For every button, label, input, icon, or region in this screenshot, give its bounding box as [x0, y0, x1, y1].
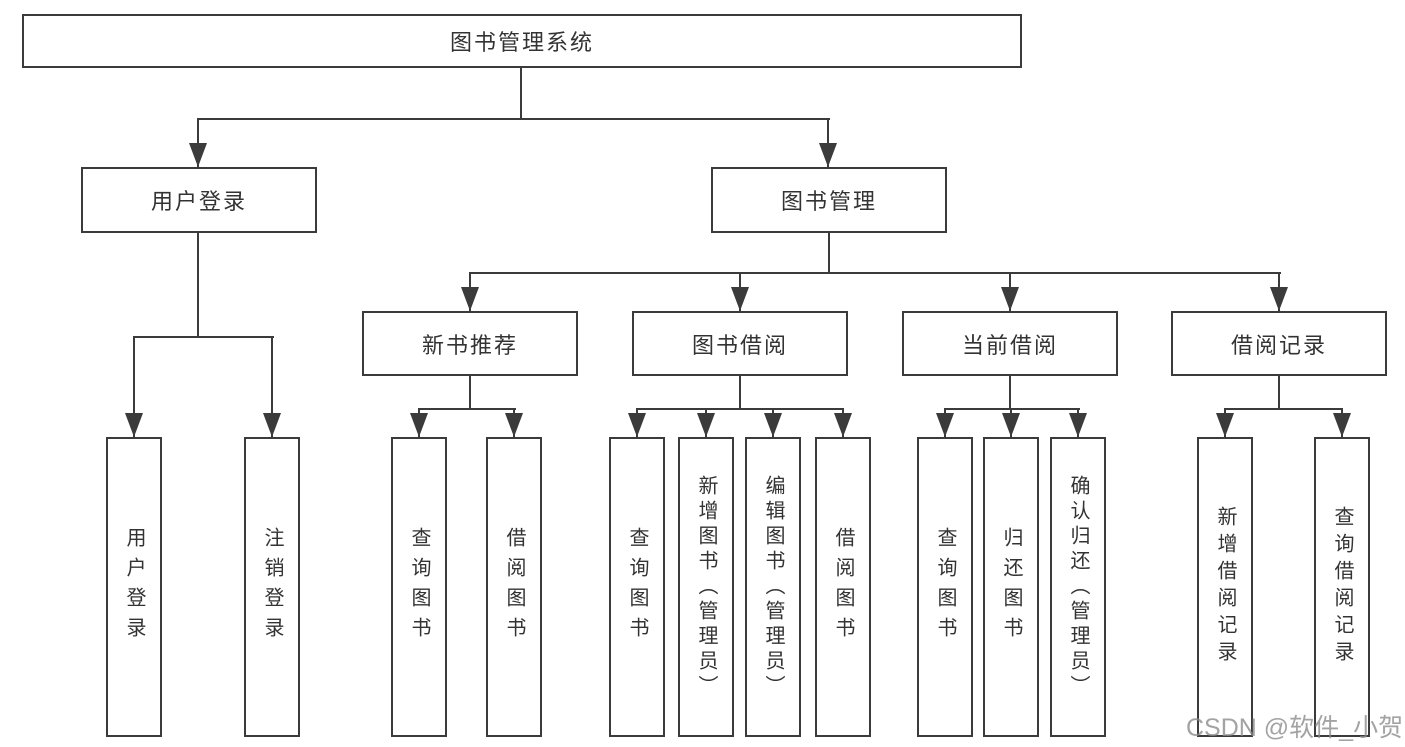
node-new-book-recommend-label: 新书推荐 — [421, 332, 518, 358]
node-current-borrow: 当前借阅 — [902, 311, 1118, 376]
arrowhead-to-book-borrow — [731, 287, 749, 311]
leaf-query-book-b: 查询图书 — [609, 437, 665, 737]
node-borrow-record: 借阅记录 — [1171, 311, 1387, 376]
connector-userlogin-stub-1 — [133, 336, 135, 437]
arrowhead-to-borrow-book-b — [834, 413, 852, 437]
leaf-borrow-book-a-label: 借阅图书 — [503, 527, 525, 647]
connector-root-hline — [197, 118, 830, 120]
arrowhead-to-borrow-book-a — [505, 413, 523, 437]
arrowhead-to-query-book-a — [410, 413, 428, 437]
connector-userlogin-drop — [197, 233, 199, 338]
node-book-management: 图书管理 — [711, 167, 947, 233]
arrowhead-to-query-book-b — [628, 413, 646, 437]
connector-bookmgmt-hline — [469, 272, 1281, 274]
node-new-book-recommend: 新书推荐 — [362, 311, 578, 376]
leaf-query-book-a-label: 查询图书 — [408, 527, 430, 647]
leaf-query-book-b-label: 查询图书 — [626, 527, 648, 647]
leaf-user-login-label: 用户登录 — [123, 527, 145, 647]
arrowhead-to-add-record — [1216, 413, 1234, 437]
leaf-edit-book-admin: 编辑图书（管理员） — [745, 437, 801, 737]
node-current-borrow-label: 当前借阅 — [961, 332, 1058, 358]
node-book-borrow: 图书借阅 — [632, 311, 848, 376]
csdn-watermark: CSDN @软件_小贺同学 — [1186, 714, 1405, 742]
node-borrow-record-label: 借阅记录 — [1230, 332, 1327, 358]
arrowhead-to-new-book — [461, 287, 479, 311]
arrowhead-to-leaf-user-login — [125, 413, 143, 437]
leaf-confirm-return-admin: 确认归还（管理员） — [1050, 437, 1106, 737]
connector-currentborrow-hline — [944, 408, 1080, 410]
node-user-login-label: 用户登录 — [150, 189, 247, 214]
connector-borrowrecord-drop — [1278, 376, 1280, 410]
leaf-query-borrow-record: 查询借阅记录 — [1314, 437, 1370, 737]
node-root-label: 图书管理系统 — [449, 30, 594, 55]
leaf-return-book-label: 归还图书 — [1000, 527, 1022, 647]
connector-root-stub-right — [827, 118, 829, 167]
node-book-management-label: 图书管理 — [780, 189, 877, 214]
leaf-logout-label: 注销登录 — [261, 527, 283, 647]
leaf-borrow-book-a: 借阅图书 — [486, 437, 542, 737]
arrowhead-to-book-management — [819, 143, 837, 167]
leaf-confirm-return-admin-label: 确认归还（管理员） — [1067, 474, 1089, 700]
leaf-add-book-admin: 新增图书（管理员） — [678, 437, 734, 737]
leaf-add-book-admin-label: 新增图书（管理员） — [695, 474, 717, 700]
connector-currentborrow-drop — [1009, 376, 1011, 410]
leaf-add-borrow-record: 新增借阅记录 — [1197, 437, 1253, 737]
arrowhead-to-confirm-return — [1069, 413, 1087, 437]
arrowhead-to-add-book — [697, 413, 715, 437]
node-book-borrow-label: 图书借阅 — [691, 332, 788, 358]
arrowhead-to-leaf-logout — [263, 413, 281, 437]
leaf-user-login: 用户登录 — [106, 437, 162, 737]
leaf-borrow-book-b: 借阅图书 — [815, 437, 871, 737]
leaf-borrow-book-b-label: 借阅图书 — [832, 527, 854, 647]
connector-bookmgmt-drop — [828, 233, 830, 274]
node-root: 图书管理系统 — [22, 14, 1022, 68]
arrowhead-to-edit-book — [764, 413, 782, 437]
arrowhead-to-query-record — [1333, 413, 1351, 437]
leaf-query-book-a: 查询图书 — [391, 437, 447, 737]
node-user-login: 用户登录 — [81, 167, 317, 233]
connector-root-drop — [520, 68, 522, 120]
connector-root-stub-left — [197, 118, 199, 167]
leaf-logout: 注销登录 — [244, 437, 300, 737]
connector-newbook-hline — [418, 408, 516, 410]
connector-borrowrecord-hline — [1224, 408, 1343, 410]
connector-userlogin-stub-2 — [271, 336, 273, 437]
arrowhead-to-return-book — [1002, 413, 1020, 437]
leaf-query-book-c-label: 查询图书 — [934, 527, 956, 647]
arrowhead-to-borrow-record — [1270, 287, 1288, 311]
connector-userlogin-hline — [133, 336, 274, 338]
arrowhead-to-query-book-c — [936, 413, 954, 437]
leaf-return-book: 归还图书 — [983, 437, 1039, 737]
connector-bookborrow-hline — [636, 408, 844, 410]
leaf-query-borrow-record-label: 查询借阅记录 — [1331, 506, 1353, 668]
leaf-edit-book-admin-label: 编辑图书（管理员） — [762, 474, 784, 700]
arrowhead-to-current-borrow — [1001, 287, 1019, 311]
connector-bookborrow-drop — [739, 376, 741, 410]
leaf-query-book-c: 查询图书 — [917, 437, 973, 737]
connector-newbook-drop — [469, 376, 471, 410]
arrowhead-to-user-login — [189, 143, 207, 167]
leaf-add-borrow-record-label: 新增借阅记录 — [1214, 506, 1236, 668]
